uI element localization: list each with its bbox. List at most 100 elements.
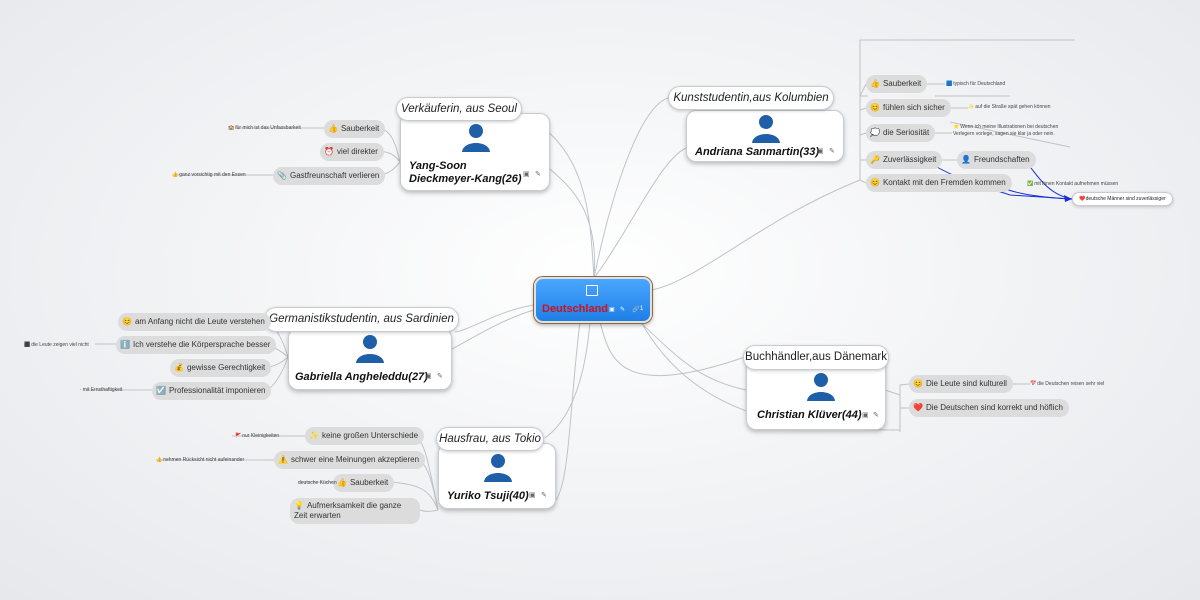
topic-pill[interactable]: ✨keine großen Unterschiede — [305, 427, 425, 445]
person-label-sardinien[interactable]: Germanistikstudentin, aus Sardinien — [264, 307, 459, 332]
heart-icon: ❤️ — [913, 403, 923, 412]
note-icon: ✎ — [541, 492, 547, 499]
square-icon: 🟦 — [946, 81, 953, 87]
topic-pill[interactable]: 👍Sauberkeit — [866, 75, 928, 93]
lightbulb-icon: 💡 — [294, 501, 304, 510]
topic-pill[interactable]: 😊fühlen sich sicher — [866, 99, 951, 117]
person-card-daenemark[interactable]: Christian Klüver(44) ▣ ✎ — [746, 358, 886, 430]
thumbs-up-icon: 👍 — [328, 124, 338, 133]
person-avatar-icon — [356, 335, 384, 363]
person-label-kolumbien[interactable]: Kunststudentin,aus Kolumbien — [668, 86, 834, 110]
checkbox-icon: ☑️ — [156, 386, 166, 395]
topic-note: 👍ganz vorsichtig mit den Essen — [172, 172, 246, 178]
topic-pill[interactable]: ☑️Professionalität imponieren — [152, 382, 272, 400]
smiley-icon: 😊 — [913, 379, 923, 388]
info-icon: ℹ️ — [120, 340, 130, 349]
warning-icon: ⚠️ — [278, 455, 288, 464]
note-icon: ✎ — [437, 373, 443, 380]
checkmark-icon: ✅ — [1027, 181, 1034, 187]
center-title: Deutschland — [542, 303, 609, 315]
topic-pill[interactable]: 📎Gastfreunschaft verlieren — [273, 167, 386, 185]
calendar-icon: 📅 — [1030, 381, 1037, 387]
person-avatar-icon — [752, 115, 780, 143]
smiley-icon: 😊 — [122, 317, 132, 326]
topic-pill[interactable]: ⚠️schwer eine Meinungen akzeptieren — [274, 451, 426, 469]
person-icon: 👤 — [961, 155, 971, 164]
note-icon: ✎ — [873, 412, 879, 419]
topic-pill[interactable]: 👍Sauberkeit — [333, 474, 395, 492]
thumbs-up-icon: 👍 — [870, 79, 880, 88]
money-bag-icon: 💰 — [174, 363, 184, 372]
image-icon: ▣ — [529, 492, 536, 499]
square-icon: ⬛ — [24, 342, 31, 348]
person-avatar-icon — [462, 124, 490, 152]
topic-note: 🏫für mich ist das Unfassbarkeit — [228, 125, 301, 131]
smiley-icon: 😊 — [870, 103, 880, 112]
image-icon: ▣ — [862, 412, 869, 419]
note-icon: ✎ — [535, 171, 541, 178]
person-label-seoul[interactable]: Verkäuferin, aus Seoul — [396, 97, 522, 121]
topic-pill[interactable]: ℹ️Ich verstehe die Körpersprache besser — [116, 336, 277, 354]
school-icon: 🏫 — [228, 125, 235, 131]
topic-note: ⬛die Leute zeigen viel nicht — [24, 342, 89, 348]
person-avatar-icon — [807, 373, 835, 401]
topic-pill[interactable]: 👍Sauberkeit — [324, 120, 386, 138]
topic-note: ✅mit ihnen Kontakt aufnehmen müssen — [1027, 181, 1119, 187]
person-label-tokio[interactable]: Hausfrau, aus Tokio — [436, 427, 544, 451]
smiley-icon: 😊 — [870, 178, 880, 187]
person-name: Yuriko Tsuji(40) — [447, 490, 529, 502]
topic-note: ⭐Wenn ich meine Illustrationen bei deuts… — [953, 124, 1059, 137]
topic-pill[interactable]: 🔑Zuverlässigkeit — [866, 151, 943, 169]
topic-note: ·mit Ernsthaftigkeit — [80, 387, 123, 393]
topic-pill[interactable]: 😊Die Leute sind kulturell — [909, 375, 1013, 393]
topic-pill[interactable]: 💡Aufmerksamkeit die ganze Zeit erwarten — [290, 498, 420, 524]
topic-note: 📅die Deutschen reisen sehr viel — [1030, 381, 1105, 387]
image-icon: ▣ — [817, 148, 824, 155]
heart-icon: ❤️ — [1079, 196, 1086, 202]
topic-pill[interactable]: 😊Kontakt mit den Fremden kommen — [866, 174, 1012, 192]
topic-pill[interactable]: ❤️Die Deutschen sind korrekt und höflich — [909, 399, 1069, 417]
topic-note: deutsche Küchen — [298, 480, 337, 486]
topic-pill[interactable]: 💭die Seriosität — [866, 124, 936, 142]
topic-note: 👍nehmen Rücksicht nicht aufeinander — [156, 457, 245, 463]
topic-note: 🚩nur Kleinigkeiten — [235, 433, 280, 439]
star-icon: ⭐ — [953, 124, 960, 130]
person-avatar-icon — [484, 454, 512, 482]
topic-pill[interactable]: 💰gewisse Gerechtigkeit — [170, 359, 272, 377]
person-card-tokio[interactable]: Yuriko Tsuji(40) ▣ ✎ — [438, 443, 556, 509]
person-name: Gabriella Angheleddu(27) — [295, 371, 428, 383]
image-icon: ▣ — [523, 171, 530, 178]
person-card-kolumbien[interactable]: Andriana Sanmartin(33) ▣ ✎ — [686, 110, 844, 162]
note-icon: ✎ — [620, 307, 626, 313]
dot-icon: · — [80, 387, 82, 393]
flag-icon: 🚩 — [235, 433, 242, 439]
person-card-sardinien[interactable]: Gabriella Angheleddu(27) ▣ ✎ — [288, 328, 452, 390]
paperclip-icon: 📎 — [277, 171, 287, 180]
person-name: Andriana Sanmartin(33) — [695, 146, 820, 158]
person-label-daenemark[interactable]: Buchhändler,aus Dänemark — [743, 345, 889, 370]
person-name: Yang-Soon Dieckmeyer-Kang(26) — [409, 160, 522, 185]
image-icon: ▣ — [609, 307, 615, 313]
thumbs-up-icon: 👍 — [172, 172, 179, 178]
thumbs-up-icon: 👍 — [156, 457, 163, 463]
topic-pill[interactable]: 😊am Anfang nicht die Leute verstehen — [118, 313, 271, 331]
thought-bubble-icon: 💭 — [870, 128, 880, 137]
thumbs-up-icon: 👍 — [337, 478, 347, 487]
topic-pill-freundschaften[interactable]: 👤Freundschaften — [957, 151, 1036, 169]
target-node[interactable]: ❤️deutsche Männer sind zuverlässiger — [1072, 192, 1173, 206]
topic-pill[interactable]: ⏰viel direkter — [320, 143, 384, 161]
alarm-clock-icon: ⏰ — [324, 147, 334, 156]
person-name: Christian Klüver(44) — [757, 409, 862, 421]
person-card-seoul[interactable]: Yang-Soon Dieckmeyer-Kang(26) ▣ ✎ — [400, 113, 550, 191]
sparkle-icon: ✨ — [968, 104, 975, 110]
link-icon: 🔗 — [632, 307, 640, 313]
key-icon: 🔑 — [870, 155, 880, 164]
center-node[interactable]: Deutschland ▣ ✎ 🔗 1 — [534, 277, 652, 323]
sparkle-icon: ✨ — [309, 431, 319, 440]
link-count: 1 — [640, 306, 644, 312]
image-icon: ▣ — [425, 373, 432, 380]
image-icon — [586, 285, 598, 296]
topic-note: 🟦typisch für Deutschland — [946, 81, 1006, 87]
topic-note: ✨auf die Straße spät gehen können — [968, 104, 1051, 110]
note-icon: ✎ — [829, 148, 835, 155]
